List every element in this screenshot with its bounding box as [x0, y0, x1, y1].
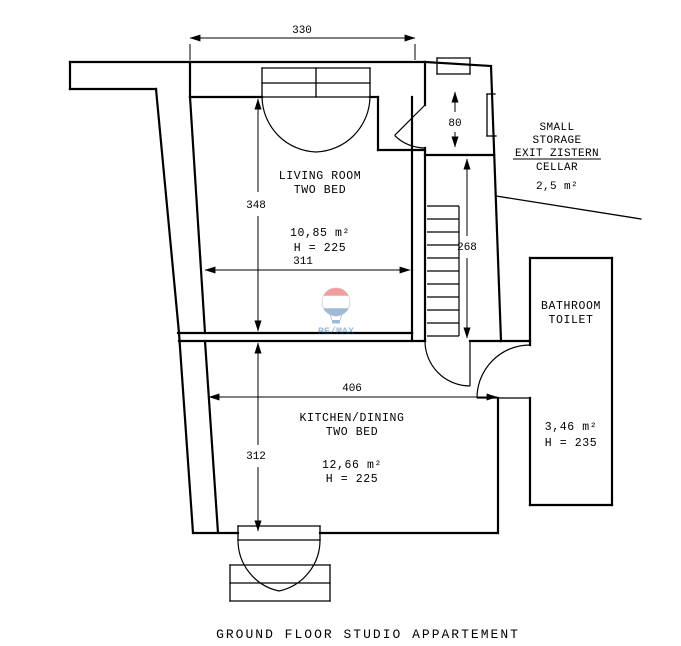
living-room-labels: LIVING ROOM TWO BED 10,85 m² H = 225: [279, 170, 362, 255]
bathroom-type: TOILET: [548, 314, 593, 327]
balloon-red-band: [323, 288, 349, 296]
window-top: [261, 67, 371, 98]
entrance-steps: [229, 564, 331, 602]
storage-area: 2,5 m²: [536, 181, 578, 193]
outer-walls: [68, 60, 642, 535]
living-room-name: LIVING ROOM: [279, 170, 362, 183]
balloon-basket: [332, 320, 340, 324]
kitchen-labels: KITCHEN/DINING TWO BED 12,66 m² H = 225: [299, 412, 404, 486]
plan-title: GROUND FLOOR STUDIO APPARTEMENT: [216, 627, 520, 642]
window-storage-top: [436, 57, 471, 75]
bathroom-labels: BATHROOM TOILET 3,46 m² H = 235: [541, 300, 601, 450]
bathroom-ceiling-height: H = 235: [545, 437, 598, 450]
living-room-ceiling-height: H = 225: [294, 242, 347, 255]
remax-watermark-logo: RE/MAX: [318, 287, 354, 338]
storage-note-line3: EXIT ZISTERN: [515, 148, 599, 160]
kitchen-name: KITCHEN/DINING: [299, 412, 404, 425]
dim-top-width: 330: [292, 25, 312, 37]
dim-storage-door: 80: [448, 118, 461, 130]
storage-note-line4: CELLAR: [536, 162, 578, 174]
kitchen-type: TWO BED: [326, 426, 379, 439]
dimension-lines: 330 348 311 80 268 406 312: [189, 25, 498, 532]
balloon-basket-lines: [329, 314, 343, 321]
storage-note-line1: SMALL: [539, 122, 574, 134]
dim-kitchen-width: 406: [342, 383, 362, 395]
balloon-outline: [321, 287, 351, 317]
dim-stairwell-height: 268: [457, 242, 477, 254]
dim-living-width: 311: [293, 256, 313, 268]
dim-living-height: 348: [246, 200, 266, 212]
bathroom-walls: [528, 256, 614, 507]
storage-note-line2: STORAGE: [532, 135, 581, 147]
bathroom-name: BATHROOM: [541, 300, 601, 313]
window-storage-east: [486, 93, 497, 137]
storage-labels: SMALL STORAGE EXIT ZISTERN CELLAR 2,5 m²: [513, 122, 601, 193]
watermark-brand: RE/MAX: [318, 326, 354, 338]
bathroom-area: 3,46 m²: [545, 421, 598, 434]
dim-kitchen-height: 312: [246, 451, 266, 463]
staircase: [427, 205, 460, 337]
balloon-blue-band: [323, 308, 349, 316]
kitchen-ceiling-height: H = 225: [326, 473, 379, 486]
kitchen-area: 12,66 m²: [322, 459, 382, 472]
living-room-type: TWO BED: [294, 184, 347, 197]
interior-walls: [176, 60, 532, 535]
living-room-area: 10,85 m²: [290, 227, 350, 240]
